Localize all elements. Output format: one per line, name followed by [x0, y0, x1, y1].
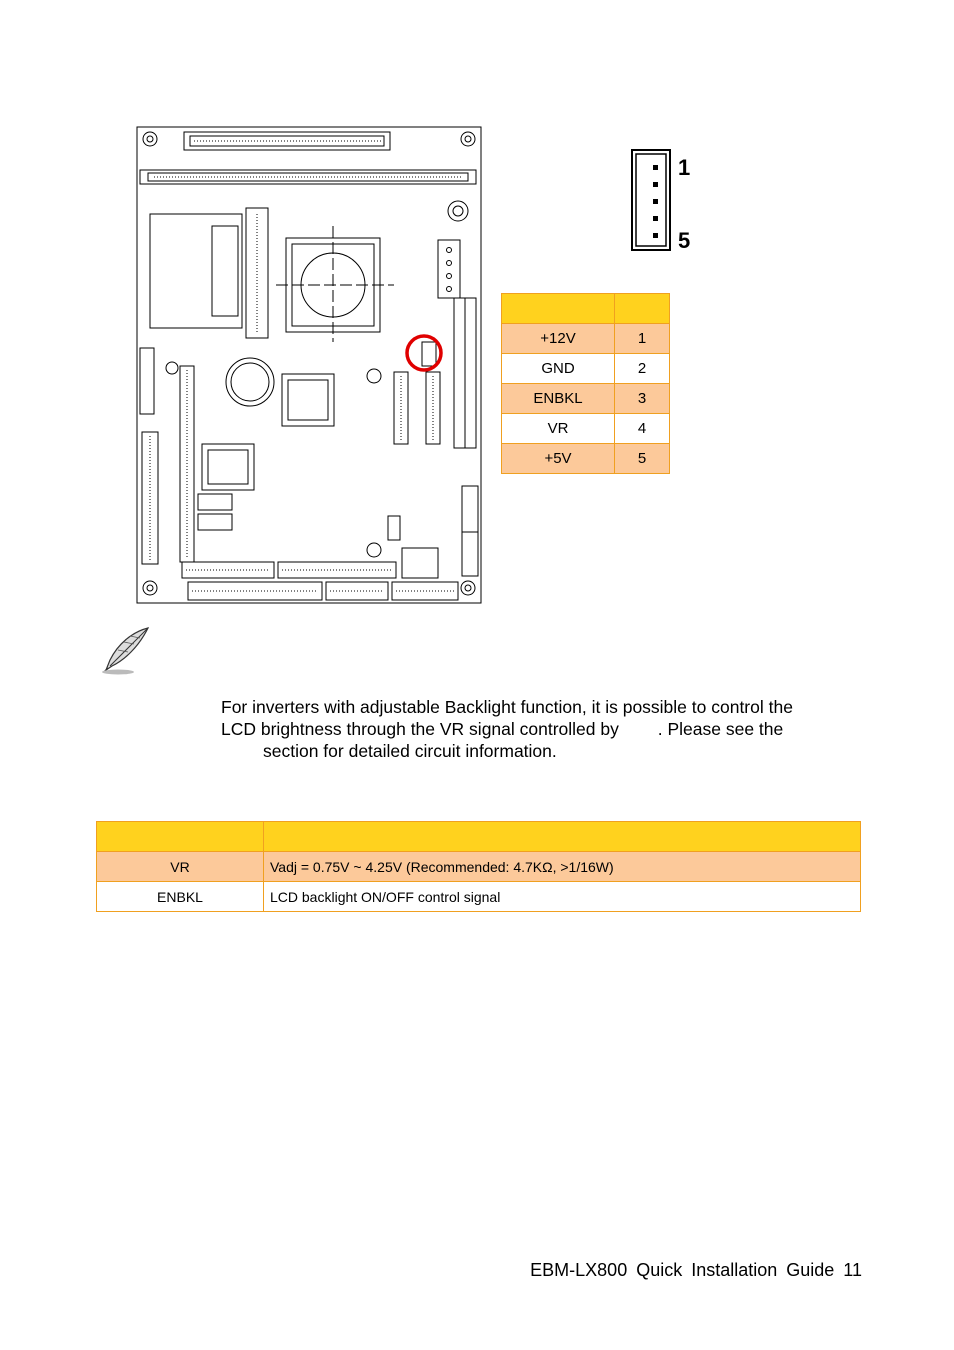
board-layout-diagram — [136, 126, 482, 604]
table-row: VR Vadj = 0.75V ~ 4.25V (Recommended: 4.… — [96, 851, 861, 882]
table-header-row — [501, 293, 670, 324]
connector-label-last: 5 — [678, 228, 690, 253]
header-signal — [501, 293, 615, 324]
signal-cell: +5V — [501, 443, 615, 474]
note-text: For inverters with adjustable Backlight … — [221, 696, 861, 762]
table-row: ENBKL 3 — [501, 383, 670, 414]
table-header-row — [96, 821, 861, 852]
table-row: +12V 1 — [501, 323, 670, 354]
signal-description-table: VR Vadj = 0.75V ~ 4.25V (Recommended: 4.… — [96, 821, 861, 912]
feather-pen-icon — [102, 627, 150, 675]
header-pin — [614, 293, 670, 324]
signal-cell: ENBKL — [501, 383, 615, 414]
note-line: LCD brightness through the VR signal con… — [221, 719, 784, 739]
description-cell: LCD backlight ON/OFF control signal — [263, 881, 861, 912]
pin-assignment-table: +12V 1 GND 2 ENBKL 3 VR 4 +5V 5 — [501, 293, 670, 474]
note-line: section for detailed circuit information… — [263, 741, 557, 761]
pin-cell: 5 — [614, 443, 670, 474]
connector-label-first: 1 — [678, 155, 690, 180]
header-description — [263, 821, 861, 852]
signal-cell: ENBKL — [96, 881, 264, 912]
pin-cell: 3 — [614, 383, 670, 414]
note-line: For inverters with adjustable Backlight … — [221, 697, 793, 717]
page-footer: EBM-LX800 Quick Installation Guide 11 — [530, 1260, 862, 1280]
table-row: GND 2 — [501, 353, 670, 384]
pin-cell: 4 — [614, 413, 670, 444]
signal-cell: VR — [501, 413, 615, 444]
pin-cell: 1 — [614, 323, 670, 354]
table-row: +5V 5 — [501, 443, 670, 474]
description-cell: Vadj = 0.75V ~ 4.25V (Recommended: 4.7KΩ… — [263, 851, 861, 882]
connector-pin-diagram: 1 5 — [631, 149, 690, 253]
signal-cell: VR — [96, 851, 264, 882]
pin-cell: 2 — [614, 353, 670, 384]
signal-cell: +12V — [501, 323, 615, 354]
table-row: ENBKL LCD backlight ON/OFF control signa… — [96, 881, 861, 912]
header-signal — [96, 821, 264, 852]
signal-cell: GND — [501, 353, 615, 384]
table-row: VR 4 — [501, 413, 670, 444]
